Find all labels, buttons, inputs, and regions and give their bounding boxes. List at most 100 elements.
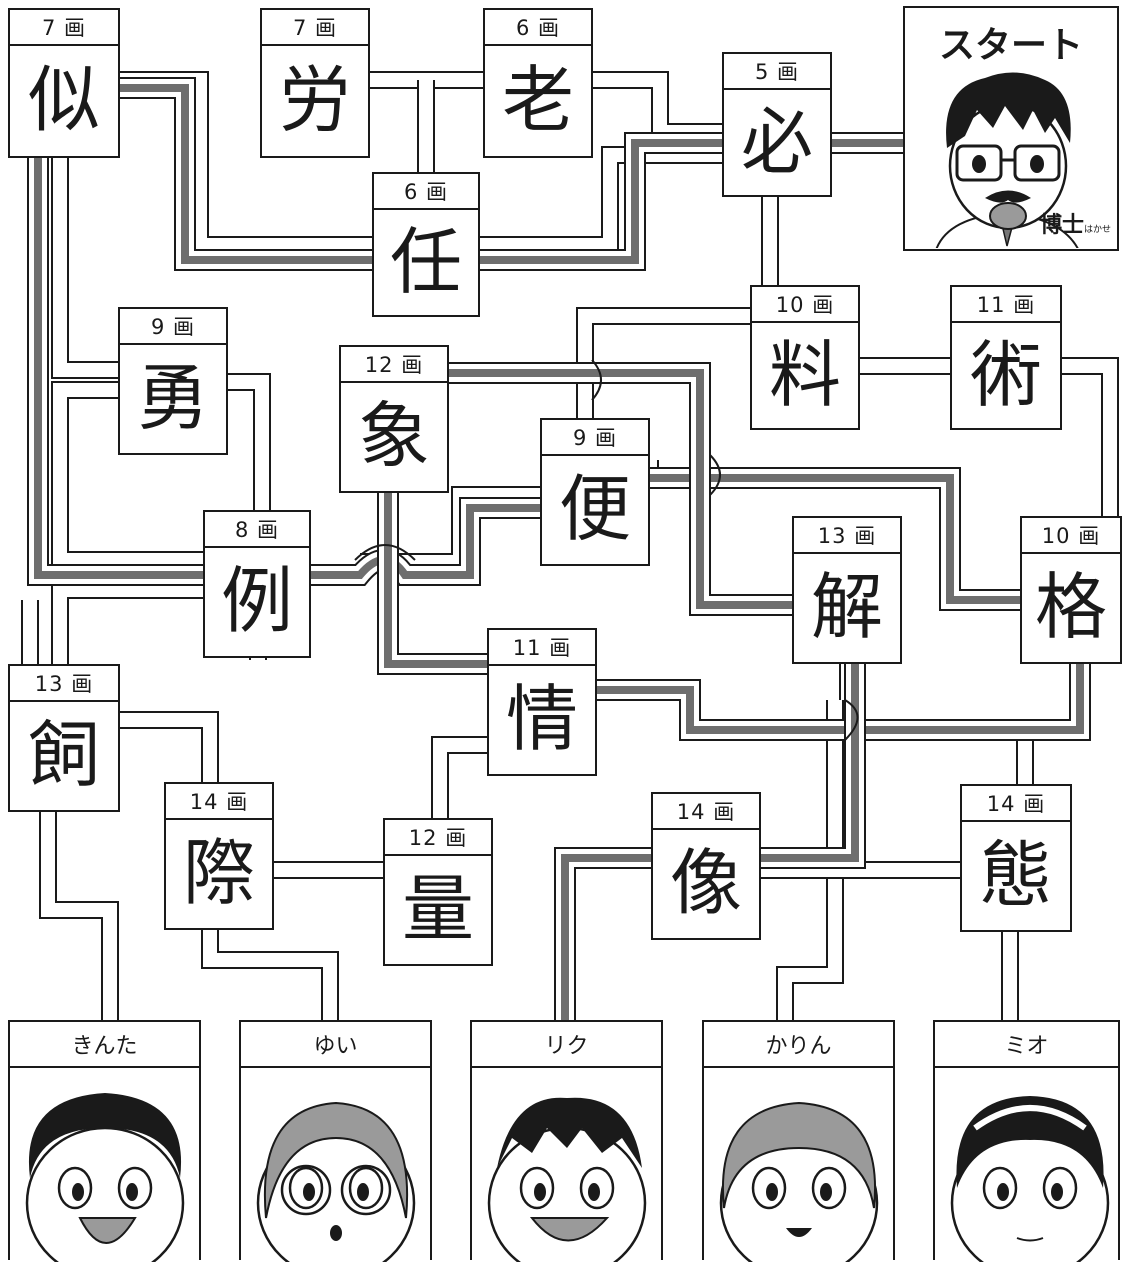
player-name: リク (472, 1022, 661, 1068)
goal-karin[interactable]: かりん (702, 1020, 895, 1262)
stroke-count: 11 画 (952, 287, 1060, 323)
maze-path-fill (120, 713, 217, 782)
kanji-char: 労 (278, 58, 351, 142)
kanji-char: 像 (669, 841, 742, 925)
kanji-char: 術 (969, 332, 1042, 417)
player-name: かりん (704, 1022, 893, 1068)
stroke-count: 12 画 (341, 347, 447, 383)
stroke-count: 8 画 (205, 512, 309, 548)
maze-path-fill (778, 700, 842, 1020)
kanji-box-roo[interactable]: 6 画老 (483, 8, 593, 158)
kanji-char: 態 (979, 833, 1052, 917)
goal-mio[interactable]: ミオ (933, 1020, 1120, 1262)
stroke-count: 7 画 (10, 10, 118, 46)
kanji-box-jutsu[interactable]: 11 画術 (950, 285, 1062, 430)
player-name: ゆい (241, 1022, 430, 1068)
kanji-box-hitsu[interactable]: 5 画必 (722, 52, 832, 197)
goal-riku[interactable]: リク (470, 1020, 663, 1262)
kanji-box-zou[interactable]: 12 画象 (339, 345, 449, 493)
kanji-char: 飼 (27, 713, 100, 797)
correct-path (34, 158, 203, 579)
kanji-char: 任 (389, 219, 462, 304)
maze-path (431, 736, 487, 818)
kanji-char: 例 (220, 559, 293, 643)
kanji-char: 必 (740, 99, 813, 184)
correct-path (480, 139, 722, 264)
kanji-box-ryou[interactable]: 10 画料 (750, 285, 860, 430)
stroke-count: 11 画 (489, 630, 595, 666)
kanji-char: 量 (401, 867, 474, 951)
stroke-count: 12 画 (385, 820, 491, 856)
player-name: きんた (10, 1022, 199, 1068)
kanji-char: 象 (357, 394, 430, 478)
maze-path (120, 711, 219, 782)
maze-path-fill (203, 930, 337, 1020)
correct-path (650, 474, 1020, 604)
maze-path (201, 930, 339, 1020)
kanji-box-nin[interactable]: 6 画任 (372, 172, 480, 317)
bridge-arc (844, 699, 859, 741)
kanji-box-sai[interactable]: 14 画際 (164, 782, 274, 930)
kanji-box-yuu[interactable]: 9 画勇 (118, 307, 228, 455)
kanji-box-ben[interactable]: 9 画便 (540, 418, 650, 566)
avatar-kinta (25, 1093, 185, 1262)
maze-path-fill (433, 738, 487, 818)
kanji-box-jou[interactable]: 11 画情 (487, 628, 597, 776)
kanji-char: 勇 (136, 356, 209, 440)
stroke-count: 9 画 (120, 309, 226, 345)
stroke-count: 9 画 (542, 420, 648, 456)
kanji-char: 際 (182, 831, 255, 915)
stroke-count: 13 画 (794, 518, 900, 554)
kanji-char: 似 (27, 58, 100, 142)
stroke-count: 6 画 (485, 10, 591, 46)
kanji-char: 格 (1034, 565, 1107, 649)
avatar-riku (487, 1097, 647, 1262)
bridge-arc (709, 454, 721, 496)
avatar-yui (256, 1101, 416, 1262)
kanji-char: 解 (810, 565, 883, 649)
correct-path (118, 84, 372, 264)
maze-path-fill (53, 583, 203, 664)
correct-path (449, 369, 792, 609)
kanji-char: 料 (768, 332, 841, 417)
doctor-label: 博士はかせ (1040, 207, 1111, 239)
maze-path-fill (53, 383, 203, 567)
avatar-mio (950, 1096, 1110, 1262)
kanji-char: 情 (505, 677, 578, 761)
doctor-name: 博士 (1039, 213, 1084, 238)
bridge-arc (591, 359, 602, 401)
stroke-count: 14 画 (962, 786, 1070, 822)
stroke-count: 6 画 (374, 174, 478, 210)
player-name: ミオ (935, 1022, 1118, 1068)
kanji-char: 便 (558, 467, 631, 551)
bridge-arc (354, 544, 416, 561)
kanji-box-ni[interactable]: 7 画似 (8, 8, 120, 158)
stroke-count: 5 画 (724, 54, 830, 90)
doctor-illustration (935, 72, 1079, 248)
kanji-box-kai[interactable]: 13 画解 (792, 516, 902, 664)
stroke-count: 14 画 (653, 794, 759, 830)
kanji-box-kaku[interactable]: 10 画格 (1020, 516, 1122, 664)
kanji-box-rei[interactable]: 8 画例 (203, 510, 311, 658)
maze-path-fill (1062, 359, 1117, 516)
kanji-box-tai[interactable]: 14 画態 (960, 784, 1072, 932)
start-title: スタート (938, 25, 1083, 66)
kanji-box-shi[interactable]: 13 画飼 (8, 664, 120, 812)
stroke-count: 10 画 (1022, 518, 1120, 554)
maze-path-fill (41, 812, 117, 1020)
correct-path (597, 664, 1084, 734)
maze-path (51, 581, 203, 664)
correct-path (311, 497, 540, 586)
kanji-box-ryo2[interactable]: 12 画量 (383, 818, 493, 966)
kanji-box-rou[interactable]: 7 画労 (260, 8, 370, 158)
correct-path (384, 493, 487, 668)
maze-path-fill (53, 80, 118, 377)
avatar-karin (719, 1101, 879, 1262)
maze-path-fill (480, 148, 722, 252)
kanji-char: 老 (501, 58, 574, 142)
kanji-box-zou2[interactable]: 14 画像 (651, 792, 761, 940)
stroke-count: 14 画 (166, 784, 272, 820)
goal-yui[interactable]: ゆい (239, 1020, 432, 1262)
goal-kinta[interactable]: きんた (8, 1020, 201, 1262)
stroke-count: 13 画 (10, 666, 118, 702)
